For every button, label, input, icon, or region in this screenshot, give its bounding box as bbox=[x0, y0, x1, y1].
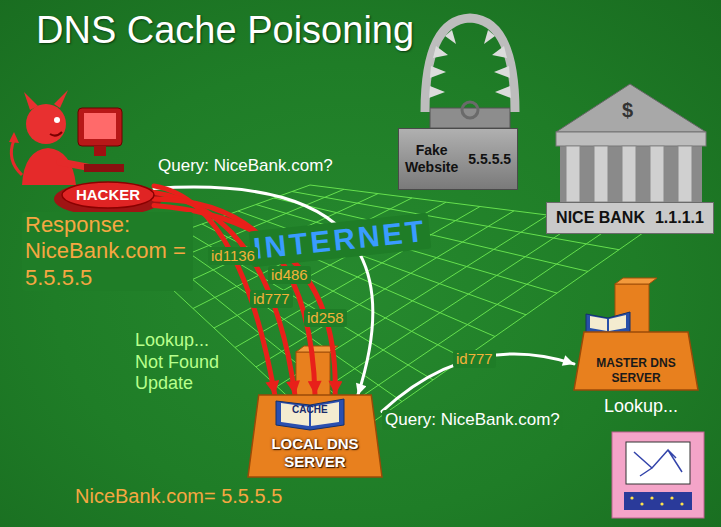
dollar-sign: $ bbox=[622, 98, 633, 122]
node-text: Fake Website bbox=[405, 142, 458, 176]
master-dns-tower bbox=[586, 278, 657, 336]
node-text: LOCAL DNS SERVER bbox=[264, 435, 366, 471]
hacker-base: HACKER bbox=[62, 182, 154, 208]
hacker-base-outline bbox=[62, 182, 154, 208]
node-text: MASTER DNS SERVER bbox=[590, 356, 682, 385]
edge-label: id486 bbox=[268, 266, 311, 284]
hacker-icon bbox=[24, 92, 38, 110]
hacker-icon bbox=[11, 140, 22, 175]
hacker-icon bbox=[26, 104, 66, 144]
bank-building bbox=[556, 84, 706, 132]
edge-label: Query: NiceBank.com? bbox=[158, 156, 333, 176]
computer-icon bbox=[660, 502, 663, 505]
response-note: Response: NiceBank.com = 5.5.5.5 bbox=[22, 212, 193, 291]
fake-website-block: Fake Website 5.5.5.5 bbox=[398, 128, 518, 190]
lookup-note: Lookup... Not Found Update bbox=[135, 330, 235, 395]
bank-building bbox=[678, 146, 692, 202]
bear-trap bbox=[462, 102, 478, 118]
hacker-icon bbox=[84, 113, 116, 139]
node-text: HACKER bbox=[76, 186, 140, 204]
master-dns-server: MASTER DNS SERVER bbox=[574, 332, 698, 390]
node-text: 5.5.5.5 bbox=[468, 151, 511, 168]
bank-building bbox=[594, 146, 608, 202]
hacker-icon bbox=[54, 182, 162, 216]
hacker-icon bbox=[50, 132, 62, 136]
bank-building bbox=[560, 146, 702, 202]
local-dns-server-outline bbox=[248, 395, 382, 477]
edge-label: id777 bbox=[250, 290, 293, 308]
hacker-icon bbox=[54, 90, 68, 108]
node-text: 1.1.1.1 bbox=[655, 208, 704, 227]
bear-trap bbox=[425, 18, 515, 112]
edge-label: id258 bbox=[304, 309, 347, 327]
computer-icon bbox=[640, 502, 643, 505]
node-text: NICE BANK bbox=[556, 208, 645, 227]
computer-icon bbox=[624, 492, 692, 510]
master-dns-tower bbox=[590, 315, 626, 331]
hacker-icon bbox=[94, 146, 106, 156]
diagram-title: DNS Cache Poisoning bbox=[36, 8, 414, 54]
master-dns-server-outline bbox=[574, 332, 698, 390]
computer-icon bbox=[630, 496, 633, 499]
computer-icon bbox=[626, 442, 690, 484]
hacker-icon bbox=[78, 108, 122, 146]
bank-building bbox=[650, 146, 664, 202]
hacker-icon bbox=[54, 117, 60, 123]
bank-building bbox=[622, 146, 636, 202]
bank-building bbox=[556, 84, 706, 202]
internet-mesh bbox=[130, 185, 650, 445]
cache-entry-note: NiceBank.com= 5.5.5.5 bbox=[75, 484, 282, 508]
bear-trap bbox=[425, 18, 515, 128]
bear-trap bbox=[429, 30, 456, 98]
bear-trap bbox=[484, 30, 511, 98]
computer-icon bbox=[612, 432, 704, 518]
computer-icon bbox=[612, 432, 704, 518]
computer-icon bbox=[670, 496, 673, 499]
bank-building bbox=[566, 146, 580, 202]
lookup-note: Lookup... bbox=[604, 396, 678, 418]
computer-icon bbox=[650, 496, 653, 499]
master-dns-tower bbox=[615, 278, 657, 284]
hacker-icon bbox=[9, 90, 162, 216]
computer-icon bbox=[634, 450, 682, 476]
computer-icon bbox=[680, 502, 683, 505]
bank-base: NICE BANK 1.1.1.1 bbox=[546, 202, 714, 234]
query-note: Query: NiceBank.com? bbox=[382, 410, 563, 430]
edge-label: id777 bbox=[453, 350, 496, 368]
internet-mesh bbox=[238, 211, 526, 315]
cache-label: CACHE bbox=[292, 404, 328, 416]
hacker-icon bbox=[84, 164, 124, 172]
edge-label: id1136 bbox=[208, 247, 258, 265]
bank-building bbox=[556, 132, 706, 146]
hacker-icon bbox=[9, 132, 19, 143]
